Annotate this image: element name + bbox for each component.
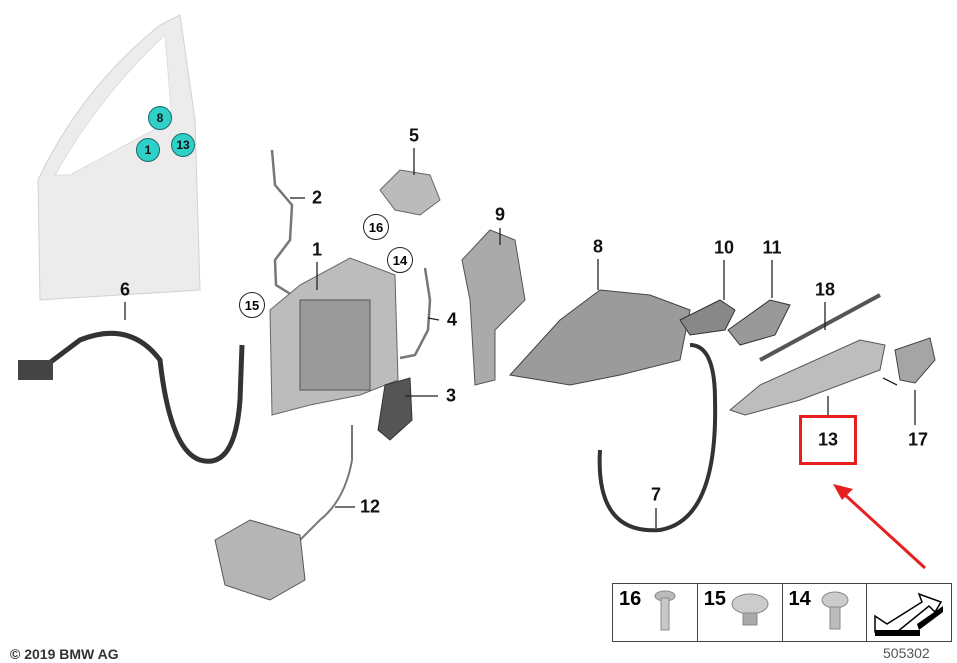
highlight-arrow [833, 484, 927, 570]
screw-legend: 16 15 14 [612, 583, 952, 642]
legend-number: 14 [788, 588, 811, 610]
legend-cell-arrow [867, 584, 951, 641]
pan-head-screw-icon [821, 591, 848, 630]
seal-18 [759, 293, 881, 362]
cover-10 [679, 299, 736, 336]
bracket-3 [377, 377, 413, 441]
part-label-11: 11 [762, 237, 782, 258]
door-badge-1[interactable]: 1 [136, 138, 160, 162]
legend-cell-15: 15 [698, 584, 783, 641]
part-label-2: 2 [311, 187, 323, 208]
part-label-8: 8 [592, 236, 604, 257]
door-badge-8[interactable]: 8 [148, 106, 172, 130]
circled-label-14: 14 [387, 247, 413, 273]
rod-2 [270, 149, 301, 302]
circled-label-16: 16 [363, 214, 389, 240]
cable-12 [299, 425, 353, 541]
part-label-18: 18 [814, 279, 836, 300]
part-label-4: 4 [446, 309, 458, 330]
legend-cell-16: 16 [613, 584, 698, 641]
cable-6 [38, 330, 245, 464]
part-label-13[interactable]: 13 [817, 429, 839, 450]
actuator-12 [214, 519, 306, 601]
part-label-12: 12 [359, 496, 381, 517]
door-badge-13[interactable]: 13 [171, 133, 195, 157]
direction-arrow-icon [874, 592, 944, 636]
circled-label-15: 15 [239, 292, 265, 318]
countersunk-screw-icon [654, 590, 676, 631]
legend-cell-14: 14 [783, 584, 868, 641]
copyright: © 2019 BMW AG [10, 646, 119, 662]
diagram-id: 505302 [883, 645, 930, 661]
part-label-6: 6 [119, 279, 131, 300]
cap-17 [894, 337, 936, 384]
cover-11 [727, 299, 791, 346]
part-label-1: 1 [311, 239, 323, 260]
highlight-box-13 [799, 415, 857, 465]
part-label-3: 3 [445, 385, 457, 406]
button-head-screw-icon [731, 593, 769, 626]
striker-5 [379, 169, 441, 216]
part-label-7: 7 [650, 484, 662, 505]
door-illustration [37, 14, 201, 301]
door-handle-13 [728, 339, 886, 416]
housing-9 [461, 229, 526, 386]
legend-number: 15 [703, 588, 726, 610]
door-lock-1 [269, 257, 399, 416]
leader-lines [124, 148, 916, 528]
part-label-9: 9 [494, 204, 506, 225]
cable-7 [597, 343, 718, 533]
part-label-10: 10 [713, 237, 735, 258]
legend-number: 16 [619, 588, 642, 610]
part-label-5: 5 [408, 125, 420, 146]
part-label-17: 17 [907, 429, 929, 450]
rod-4 [399, 267, 432, 360]
handle-carrier-8 [509, 289, 691, 386]
